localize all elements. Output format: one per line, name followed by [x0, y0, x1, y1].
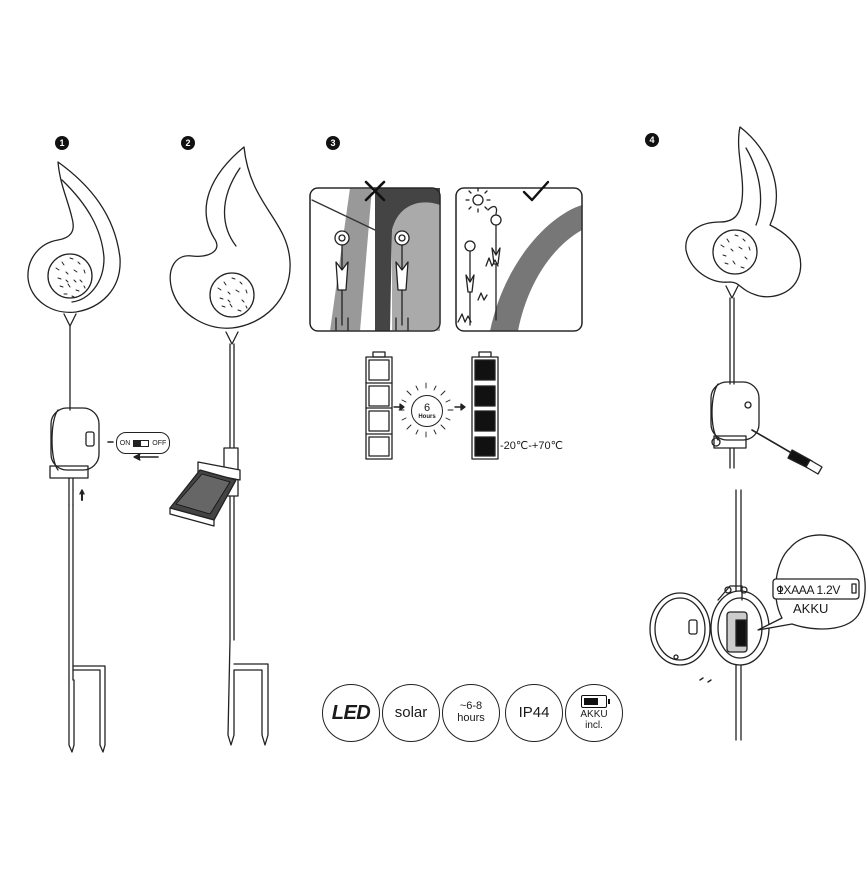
- charging-hours: 6 Hours: [411, 395, 443, 427]
- flame-stake-icon-step1: [27, 161, 159, 753]
- battery-icon: [581, 695, 610, 708]
- hours-badge: ~6-8 hours: [442, 684, 500, 742]
- battery-icon-empty: [365, 351, 393, 460]
- hours-badge-line2: hours: [457, 712, 485, 724]
- battery-spec: 1XAAA 1.2V: [777, 583, 841, 597]
- check-icon: [522, 180, 550, 202]
- switch-icon: [133, 439, 150, 447]
- sun-rays-icon: [398, 382, 454, 438]
- step-number-3: 3: [326, 136, 340, 150]
- battery-callout-bubble: [757, 534, 866, 631]
- step-number-2: 2: [181, 136, 195, 150]
- cross-icon: [364, 180, 386, 202]
- solar-badge: solar: [382, 684, 440, 742]
- charging-hours-value: 6: [423, 401, 431, 414]
- temperature-range: -20℃-+70℃: [500, 440, 563, 452]
- placement-correct-panel: [455, 180, 583, 332]
- battery-akku-label: AKKU: [793, 601, 829, 616]
- placement-wrong-panel: [309, 180, 441, 332]
- led-badge-text: LED: [331, 701, 371, 724]
- led-badge: LED: [322, 684, 380, 742]
- off-label: OFF: [152, 439, 167, 447]
- battery-icon-full: [471, 351, 499, 460]
- akku-badge: AKKU incl.: [565, 684, 623, 742]
- step-number-4: 4: [645, 133, 659, 147]
- hours-badge-line1: ~6-8: [459, 700, 483, 713]
- charging-hours-label: Hours: [418, 413, 436, 420]
- battery-compartment: [649, 489, 770, 741]
- akku-badge-line2: incl.: [585, 719, 603, 731]
- step-number-1: 1: [55, 136, 69, 150]
- ip44-badge-text: IP44: [518, 704, 550, 722]
- akku-badge-line1: AKKU: [580, 709, 608, 720]
- on-label: ON: [119, 439, 131, 447]
- solar-badge-text: solar: [394, 704, 428, 722]
- on-off-switch-label: ON OFF: [116, 432, 170, 454]
- sun-icon: [465, 187, 491, 213]
- ip44-badge: IP44: [505, 684, 563, 742]
- flame-stake-icon-step4: [685, 126, 823, 475]
- led-texture: [55, 257, 86, 298]
- screwdriver-icon: [751, 429, 823, 475]
- flame-stake-icon-step2: [169, 146, 291, 746]
